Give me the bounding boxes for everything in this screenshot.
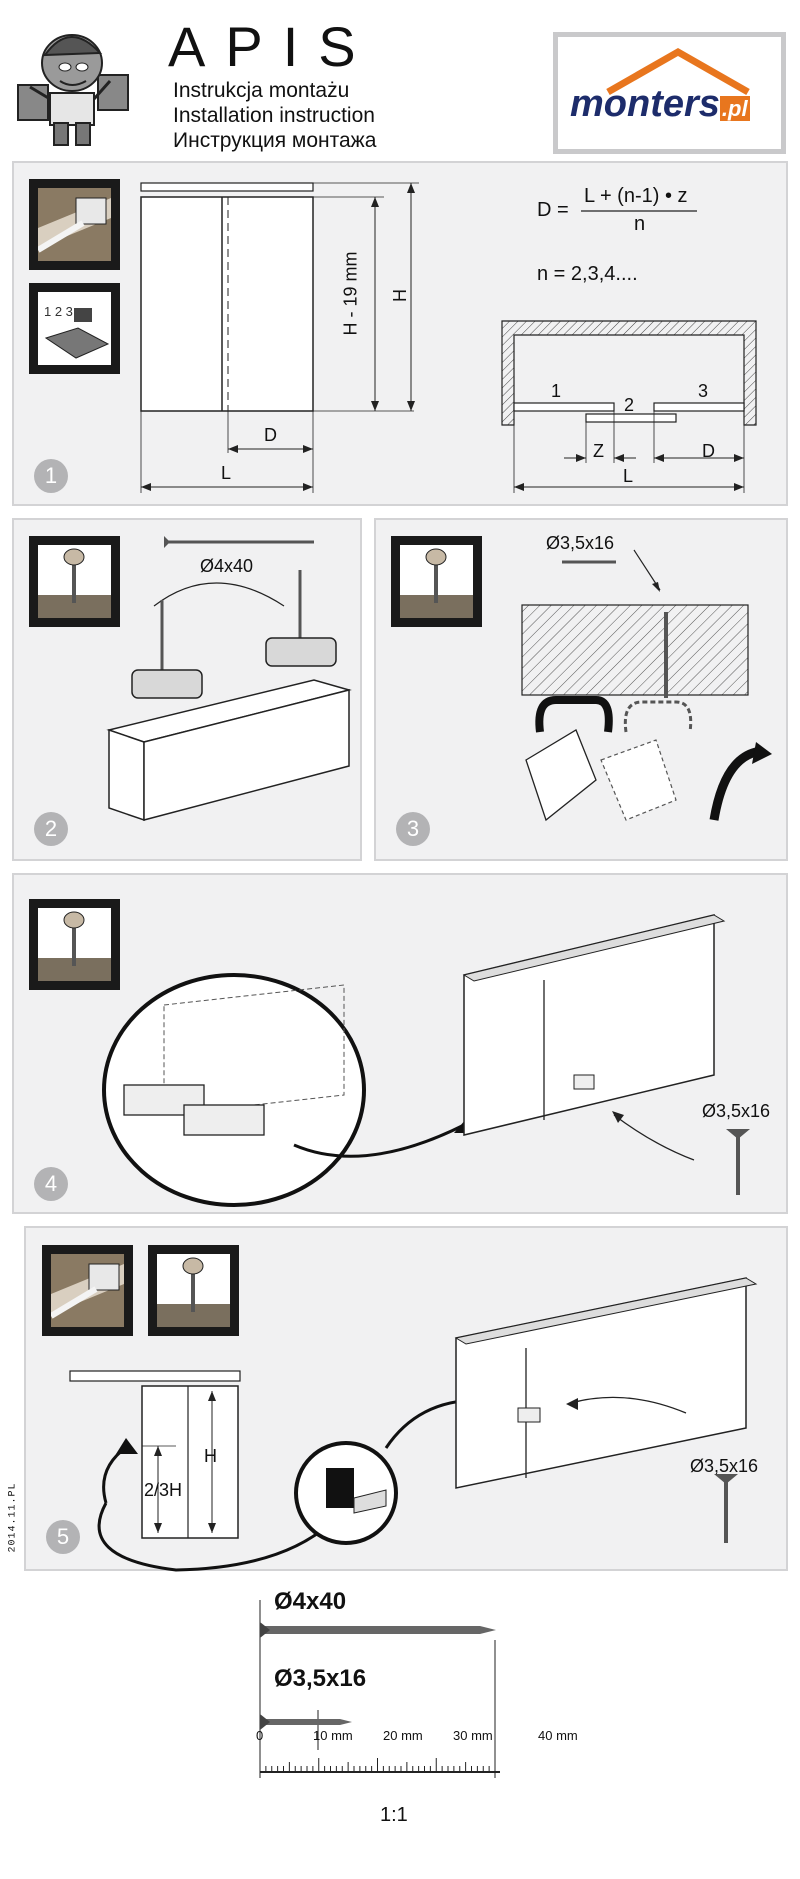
step-4-screw-label: Ø3,5x16 bbox=[702, 1101, 771, 1121]
step-1-panel: 1 2 3 1 bbox=[12, 161, 788, 506]
scale-tick-30: 30 mm bbox=[453, 1728, 493, 1743]
step-3-diagram bbox=[521, 549, 772, 822]
screwdriver-icon bbox=[29, 899, 120, 990]
step-number-3: 3 bbox=[396, 812, 430, 846]
side-code: 2014.11.PL bbox=[7, 1482, 19, 1553]
scale-diagram bbox=[259, 1600, 500, 1778]
formula-denominator: n bbox=[634, 213, 646, 235]
scale-screw-2-label: Ø3,5x16 bbox=[274, 1665, 367, 1692]
dim-l: L bbox=[221, 463, 232, 483]
dim-h-minus-19: H - 19 mm bbox=[340, 251, 361, 336]
logo-main: monters bbox=[570, 83, 720, 125]
step-2-screw-label: Ø4x40 bbox=[200, 556, 254, 576]
brand-title: APIS bbox=[168, 15, 376, 78]
step-5-two-thirds-h: 2/3H bbox=[144, 1480, 183, 1500]
scale-ratio: 1:1 bbox=[380, 1804, 408, 1826]
step-5-h: H bbox=[204, 1446, 217, 1466]
formula-numerator: L + (n-1) • z bbox=[584, 185, 688, 207]
step-4-diagram bbox=[102, 914, 750, 1207]
logo-box[interactable]: monters.pl bbox=[553, 32, 786, 154]
formula-lhs: D = bbox=[537, 199, 569, 221]
formula-n-values: n = 2,3,4.... bbox=[537, 263, 638, 285]
step-3-screw-label: Ø3,5x16 bbox=[546, 533, 615, 553]
mascot-illustration bbox=[17, 34, 129, 146]
svg-text:1 2 3: 1 2 3 bbox=[44, 304, 73, 319]
top-view-panel-2: 2 bbox=[624, 395, 635, 415]
step-5-screw-label: Ø3,5x16 bbox=[690, 1456, 759, 1476]
top-view-d: D bbox=[702, 441, 715, 461]
step-number-5: 5 bbox=[46, 1520, 80, 1554]
step-number-2: 2 bbox=[34, 812, 68, 846]
logo-suffix: .pl bbox=[719, 96, 750, 121]
tape-measure-icon bbox=[29, 179, 120, 270]
logo-text: monters.pl bbox=[570, 83, 750, 126]
top-view-z: Z bbox=[593, 441, 604, 461]
scale-tick-40: 40 mm bbox=[538, 1728, 578, 1743]
step-number-4: 4 bbox=[34, 1167, 68, 1201]
subtitle-en: Installation instruction bbox=[173, 104, 375, 127]
dim-d: D bbox=[264, 425, 277, 445]
step-3-panel: Ø3,5x16 3 bbox=[374, 518, 788, 861]
dim-h: H bbox=[390, 289, 410, 302]
step-1-diagram bbox=[140, 182, 757, 493]
step-2-panel: Ø4x40 2 bbox=[12, 518, 362, 861]
tape-measure-icon bbox=[42, 1245, 133, 1336]
scale-screw-1-label: Ø4x40 bbox=[274, 1588, 347, 1615]
top-view-panel-1: 1 bbox=[551, 381, 562, 401]
screwdriver-icon bbox=[391, 536, 482, 627]
step-5-diagram bbox=[69, 1277, 758, 1572]
house-roof-icon bbox=[606, 47, 750, 96]
screwdriver-icon bbox=[148, 1245, 239, 1336]
subtitle-pl: Instrukcja montażu bbox=[173, 79, 350, 102]
step-5-panel: H 2/3H Ø3,5x16 5 bbox=[24, 1226, 788, 1572]
subtitle-ru: Инструкция монтажа bbox=[173, 129, 377, 152]
scale-tick-0: 0 bbox=[256, 1728, 264, 1743]
scale-tick-10: 10 mm bbox=[313, 1728, 353, 1743]
top-view-panel-3: 3 bbox=[698, 381, 709, 401]
top-view-l: L bbox=[623, 466, 634, 486]
screwdriver-icon bbox=[29, 536, 120, 627]
step-number-1: 1 bbox=[34, 459, 68, 493]
calculator-icon: 1 2 3 bbox=[29, 283, 120, 374]
scale-tick-20: 20 mm bbox=[383, 1728, 423, 1743]
step-2-diagram bbox=[106, 536, 352, 822]
step-4-panel: Ø3,5x16 4 bbox=[12, 873, 788, 1214]
